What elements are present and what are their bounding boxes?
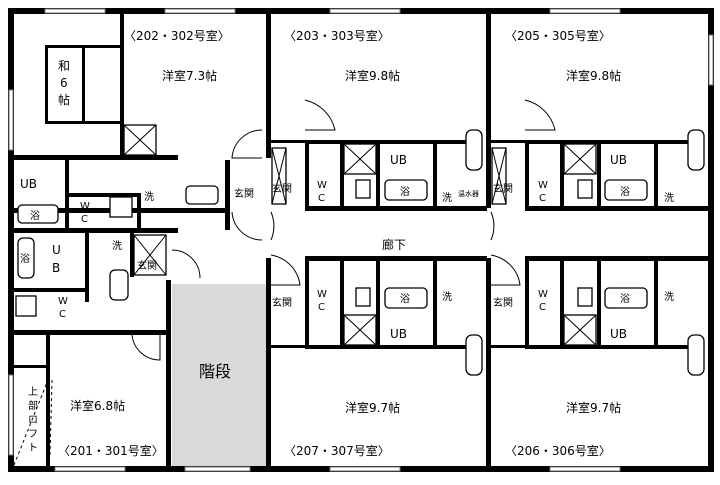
unit-201-loft-4: フ [28, 429, 38, 440]
unit-202-japanese-room-1: 和 [58, 59, 70, 73]
unit-201-wc-w: W [58, 296, 68, 307]
unit-202-western-room: 洋室7.3帖 [162, 68, 217, 83]
unit-206-entrance: 玄関 [493, 296, 513, 309]
unit-203-wc-c: C [318, 193, 325, 204]
unit-203-entrance: 玄関 [272, 182, 292, 195]
unit-202-entrance: 玄関 [234, 187, 254, 200]
unit-206-number: 〈206・306号室〉 [505, 443, 611, 458]
unit-201-western-room: 洋室6.8帖 [70, 398, 125, 413]
unit-205-western-room: 洋室9.8帖 [566, 68, 621, 83]
unit-203-bath: 浴 [400, 186, 410, 198]
unit-205-number: 〈205・305号室〉 [505, 28, 611, 43]
unit-206-wc-c: C [539, 302, 546, 313]
stairs-label: 階段 [199, 362, 231, 381]
unit-206-ub: UB [610, 327, 627, 341]
unit-202-wc-c: C [81, 214, 88, 225]
unit-202-wc-w: W [80, 201, 90, 212]
unit-203-western-room: 洋室9.8帖 [345, 68, 400, 83]
unit-203-ub: UB [390, 153, 407, 167]
unit-201-ub-u: U [52, 243, 61, 257]
unit-202-japanese-room-3: 帖 [58, 92, 70, 107]
unit-207-ub: UB [390, 327, 407, 341]
unit-207-number: 〈207・307号室〉 [284, 443, 390, 458]
unit-206-bath: 浴 [620, 293, 630, 305]
unit-203-wc-w: W [317, 180, 327, 191]
unit-202-ub: UB [20, 177, 37, 191]
unit-205-ub: UB [610, 153, 627, 167]
unit-207-wash: 洗 [442, 291, 452, 303]
unit-201-ub-b: B [52, 261, 60, 275]
unit-202-number: 〈202・302号室〉 [124, 28, 230, 43]
unit-205-entrance: 玄関 [493, 182, 513, 195]
fixtures [13, 124, 705, 466]
unit-201-loft-3: ロ [28, 415, 38, 426]
unit-205-bath: 浴 [620, 186, 630, 198]
unit-201-bath: 浴 [20, 253, 30, 265]
unit-205-wc-c: C [539, 193, 546, 204]
unit-201-loft-2: 部 [28, 399, 38, 412]
unit-202-bath: 浴 [30, 210, 40, 222]
unit-201-wash: 洗 [112, 240, 122, 252]
unit-207-western-room: 洋室9.7帖 [345, 400, 400, 415]
unit-207-wc-w: W [317, 289, 327, 300]
unit-201-wc-c: C [59, 309, 66, 320]
unit-202-japanese-room-2: 6 [60, 76, 68, 90]
unit-202-wash: 洗 [144, 191, 154, 203]
windows [8, 8, 714, 472]
unit-201-number: 〈201・301号室〉 [58, 443, 164, 458]
unit-205-wc-w: W [538, 180, 548, 191]
doors [131, 99, 556, 361]
unit-207-bath: 浴 [400, 293, 410, 305]
unit-206-western-room: 洋室9.7帖 [566, 400, 621, 415]
unit-206-wash: 洗 [664, 291, 674, 303]
unit-206-wc-w: W [538, 289, 548, 300]
unit-203-water-heater: 温水器 [458, 189, 479, 198]
corridor-label: 廊下 [382, 237, 406, 252]
unit-201-loft-5: ト [28, 443, 38, 454]
unit-203-wash: 洗 [442, 192, 452, 204]
unit-207-entrance: 玄関 [272, 296, 292, 309]
unit-203-number: 〈203・303号室〉 [284, 28, 390, 43]
unit-205-wash: 洗 [664, 192, 674, 204]
unit-201-loft-1: 上 [28, 386, 38, 398]
stairs-area [172, 284, 266, 470]
unit-207-wc-c: C [318, 302, 325, 313]
unit-201-entrance: 玄関 [137, 259, 157, 272]
